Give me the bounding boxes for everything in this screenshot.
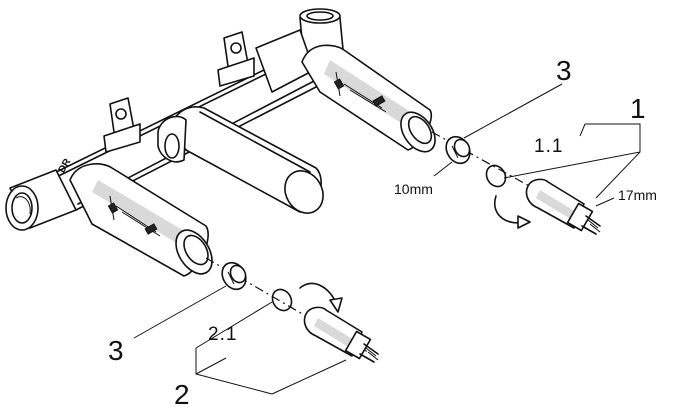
callout-1: 1 [630,93,646,124]
callout-3-bottom: 3 [108,335,124,366]
exploded-parts-bottom [205,257,379,363]
test-plug-cylinder [157,106,324,214]
o-ring-bottom [271,288,293,312]
valve-body-lower-left [69,163,213,277]
seal-bottom [221,261,247,291]
mounting-tab-left [103,97,141,153]
dimension-17mm: 17mm [618,187,657,203]
seal-top [445,135,471,165]
callout-2: 2 [174,379,190,410]
cartridge-bottom [303,306,379,363]
mounting-tab-right [217,31,255,87]
callout-3-top: 3 [556,55,572,86]
callout-lines [133,83,641,395]
valve-body-top-right [301,44,436,153]
o-ring-top [485,164,507,188]
dimension-10mm: 10mm [394,181,433,197]
callout-1-1: 1.1 [534,136,563,157]
callout-2-1: 2.1 [208,324,237,345]
cartridge-top [525,178,601,235]
exploded-parts-top [431,131,601,235]
